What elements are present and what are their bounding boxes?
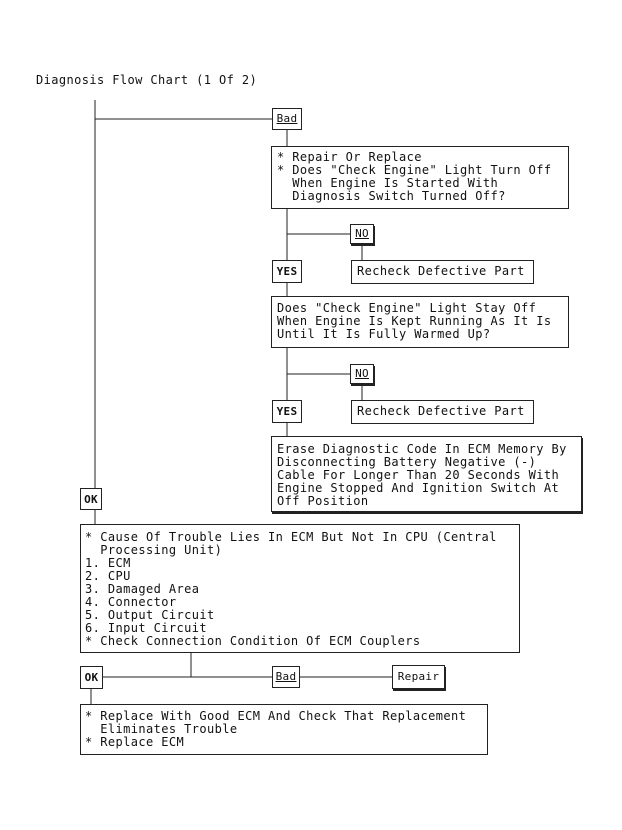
bad-tag: Bad [272, 108, 302, 130]
no-tag-label: NO [355, 367, 369, 380]
light-stay-off-text: Does "Check Engine" Light Stay Off When … [277, 301, 552, 341]
yes-tag: YES [272, 260, 302, 283]
cause-of-trouble-box: * Cause Of Trouble Lies In ECM But Not I… [80, 524, 520, 653]
erase-diagnostic-code-box: Erase Diagnostic Code In ECM Memory By D… [271, 436, 582, 512]
recheck-defective-part-box: Recheck Defective Part [351, 260, 534, 284]
ok-tag-label: OK [84, 671, 99, 684]
bad-tag: Bad [272, 666, 300, 688]
no-tag: NO [350, 364, 374, 384]
replace-ecm-box: * Replace With Good ECM And Check That R… [80, 704, 488, 755]
recheck-defective-part-text: Recheck Defective Part [357, 264, 525, 278]
ok-tag-label: OK [84, 493, 98, 506]
replace-ecm-text: * Replace With Good ECM And Check That R… [85, 709, 467, 749]
bad-tag-label: Bad [275, 670, 297, 683]
no-tag: NO [350, 224, 374, 244]
bad-tag-label: Bad [276, 112, 298, 125]
yes-tag: YES [272, 400, 302, 423]
no-tag-label: NO [355, 227, 369, 240]
cause-of-trouble-text: * Cause Of Trouble Lies In ECM But Not I… [85, 530, 497, 648]
ok-tag: OK [80, 488, 102, 510]
repair-tag: Repair [392, 665, 445, 689]
repair-tag-label: Repair [397, 670, 440, 683]
light-stay-off-box: Does "Check Engine" Light Stay Off When … [271, 296, 569, 348]
recheck-defective-part-text: Recheck Defective Part [357, 404, 525, 418]
yes-tag-label: YES [276, 265, 298, 278]
repair-check-engine-box: * Repair Or Replace * Does "Check Engine… [271, 146, 569, 209]
page-title: Diagnosis Flow Chart (1 Of 2) [36, 73, 258, 87]
erase-diagnostic-code-text: Erase Diagnostic Code In ECM Memory By D… [277, 442, 567, 508]
ok-tag: OK [80, 666, 103, 689]
recheck-defective-part-box: Recheck Defective Part [351, 400, 534, 424]
yes-tag-label: YES [276, 405, 298, 418]
repair-check-engine-text: * Repair Or Replace * Does "Check Engine… [277, 150, 552, 203]
